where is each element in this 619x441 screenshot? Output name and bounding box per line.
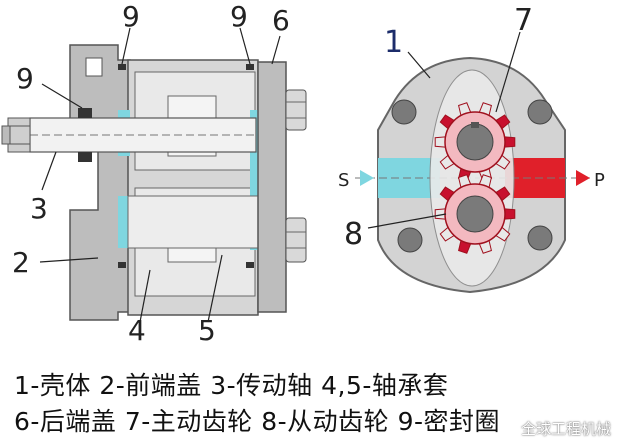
callout-driven-gear: 8 — [344, 217, 363, 252]
callout-bearing-5: 5 — [198, 314, 216, 347]
suction-arrow-icon — [360, 170, 374, 186]
shaft-nut-icon — [1, 117, 31, 153]
callout-leaders — [39, 27, 281, 323]
suction-port-label: S — [338, 170, 349, 191]
legend-line-2: 6-后端盖 7-主动齿轮 8-从动齿轮 9-密封圈 — [14, 407, 501, 436]
pressure-arrow-icon — [576, 170, 590, 186]
callout-seal-right-top: 9 — [230, 0, 248, 33]
callout-drive-gear: 7 — [514, 3, 533, 38]
seal-ring — [246, 64, 254, 70]
driven-gear-icon — [434, 174, 516, 254]
oil-passage-lower — [118, 196, 130, 248]
front-cover-bolt-slot — [85, 57, 103, 77]
seal-ring — [118, 262, 126, 268]
bolt-hole-icon — [527, 99, 553, 125]
callout-housing: 1 — [384, 25, 403, 60]
seal-ring — [246, 262, 254, 268]
callout-seal-shaft: 9 — [16, 62, 34, 95]
drive-gear-icon — [434, 102, 516, 182]
legend-line-1: 1-壳体 2-前端盖 3-传动轴 4,5-轴承套 — [14, 371, 449, 400]
callout-seal-left-top: 9 — [122, 0, 140, 33]
seal-ring — [78, 108, 92, 118]
watermark: 全球工程机械 — [520, 420, 611, 438]
rear-cover — [257, 61, 287, 313]
callout-drive-shaft: 3 — [30, 192, 48, 225]
callout-rear-cover: 6 — [272, 4, 290, 37]
gear-chamber — [429, 69, 515, 287]
bolt-hole-icon — [391, 99, 417, 125]
driven-shaft — [127, 195, 259, 249]
callout-bearing-4: 4 — [128, 314, 146, 347]
pump-side-section — [1, 27, 307, 323]
callout-front-cover: 2 — [12, 246, 30, 279]
front-cover — [69, 44, 131, 321]
bolt-hole-icon — [527, 225, 553, 251]
pump-end-section — [355, 31, 590, 294]
bolt-hole-icon — [397, 227, 423, 253]
callout-leaders-right — [367, 31, 521, 229]
seal-ring — [78, 152, 92, 162]
bolt-head-icon — [285, 89, 307, 131]
oil-passage-right — [250, 110, 260, 250]
seal-ring — [118, 64, 126, 70]
pressure-port-label: P — [594, 170, 605, 191]
bolt-head-icon — [285, 217, 307, 263]
